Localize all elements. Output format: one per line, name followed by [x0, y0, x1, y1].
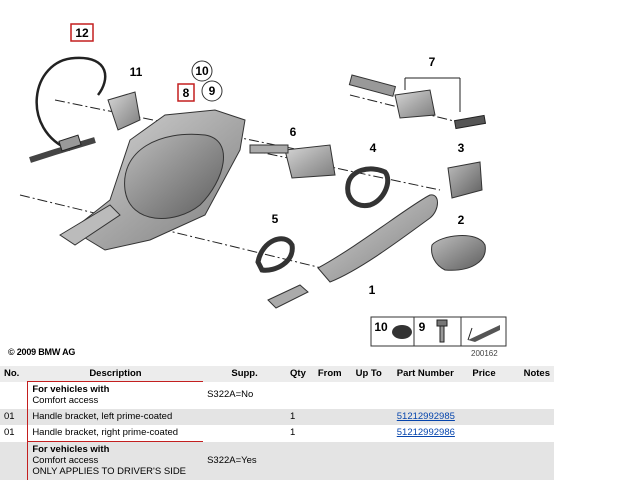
grommet-icon	[392, 325, 412, 339]
callout-8[interactable]: 8	[183, 86, 190, 100]
part-7	[348, 74, 487, 130]
callout-9[interactable]: 9	[209, 84, 216, 98]
cable-part	[29, 56, 107, 163]
part-4	[345, 166, 391, 209]
callout-7[interactable]: 7	[429, 55, 436, 69]
tool-arrow-icon	[467, 325, 500, 342]
callout-1[interactable]: 1	[369, 283, 376, 297]
part-3	[447, 161, 483, 199]
row-supp: S322A=No	[207, 389, 254, 401]
col-price: Price	[468, 366, 520, 382]
parts-diagram: 12 11 10 8 9 7 6 4 3 2 5 1 10 9	[19, 23, 507, 347]
copyright-text: © 2009 BMW AG	[8, 347, 76, 357]
table-row: 01 Handle bracket, right prime-coated 1 …	[0, 425, 554, 442]
col-description: Description	[27, 366, 204, 382]
part-2	[431, 235, 486, 271]
col-supp: Supp.	[203, 366, 287, 382]
col-no: No.	[0, 366, 28, 382]
handle-bracket-part	[59, 109, 246, 251]
row-title: For vehicles with	[32, 444, 110, 455]
row-title: For vehicles with	[32, 384, 110, 395]
legend-10-label: 10	[374, 320, 388, 334]
col-part-number: Part Number	[392, 366, 469, 382]
callout-12[interactable]: 12	[75, 26, 89, 40]
part-6	[249, 144, 336, 179]
row-description: Handle bracket, left prime-coated	[27, 409, 204, 425]
callout-4[interactable]: 4	[370, 141, 377, 155]
diagram-number: 200162	[471, 349, 498, 358]
row-supp: S322A=Yes	[203, 441, 287, 480]
row-subtitle: Comfort access	[32, 455, 99, 466]
col-qty: Qty	[286, 366, 314, 382]
screw-icon	[436, 319, 448, 343]
part-11	[107, 91, 141, 131]
part-number-link[interactable]: 51212992985	[396, 411, 455, 422]
col-upto: Up To	[351, 366, 393, 382]
outer-handle-part	[267, 194, 438, 309]
row-no: 01	[4, 427, 15, 438]
row-qty: 1	[290, 427, 296, 438]
table-row: 01 Handle bracket, left prime-coated 1 5…	[0, 409, 554, 425]
col-from: From	[313, 366, 352, 382]
callout-11[interactable]: 11	[130, 65, 143, 79]
legend-9-label: 9	[419, 320, 426, 334]
row-description: Handle bracket, right prime-coated	[27, 425, 204, 442]
part-5	[255, 236, 295, 273]
col-notes: Notes	[519, 366, 554, 382]
part-number-link[interactable]: 51212992986	[396, 427, 455, 438]
table-row: For vehicles with Comfort access S322A=N…	[0, 381, 554, 409]
row-note: ONLY APPLIES TO DRIVER'S SIDE	[32, 466, 187, 477]
parts-table: No. Description Supp. Qty From Up To Par…	[0, 366, 554, 480]
callout-5[interactable]: 5	[272, 212, 279, 226]
legend-box: 10 9	[370, 316, 507, 347]
row-qty: 1	[286, 409, 314, 425]
row-no: 01	[0, 409, 28, 425]
table-header-row: No. Description Supp. Qty From Up To Par…	[0, 366, 554, 382]
callout-6[interactable]: 6	[290, 125, 297, 139]
table-row: For vehicles with Comfort access ONLY AP…	[0, 441, 554, 480]
callout-3[interactable]: 3	[458, 141, 465, 155]
row-subtitle: Comfort access	[32, 395, 99, 406]
callout-2[interactable]: 2	[458, 213, 465, 227]
callout-10[interactable]: 10	[195, 64, 209, 78]
